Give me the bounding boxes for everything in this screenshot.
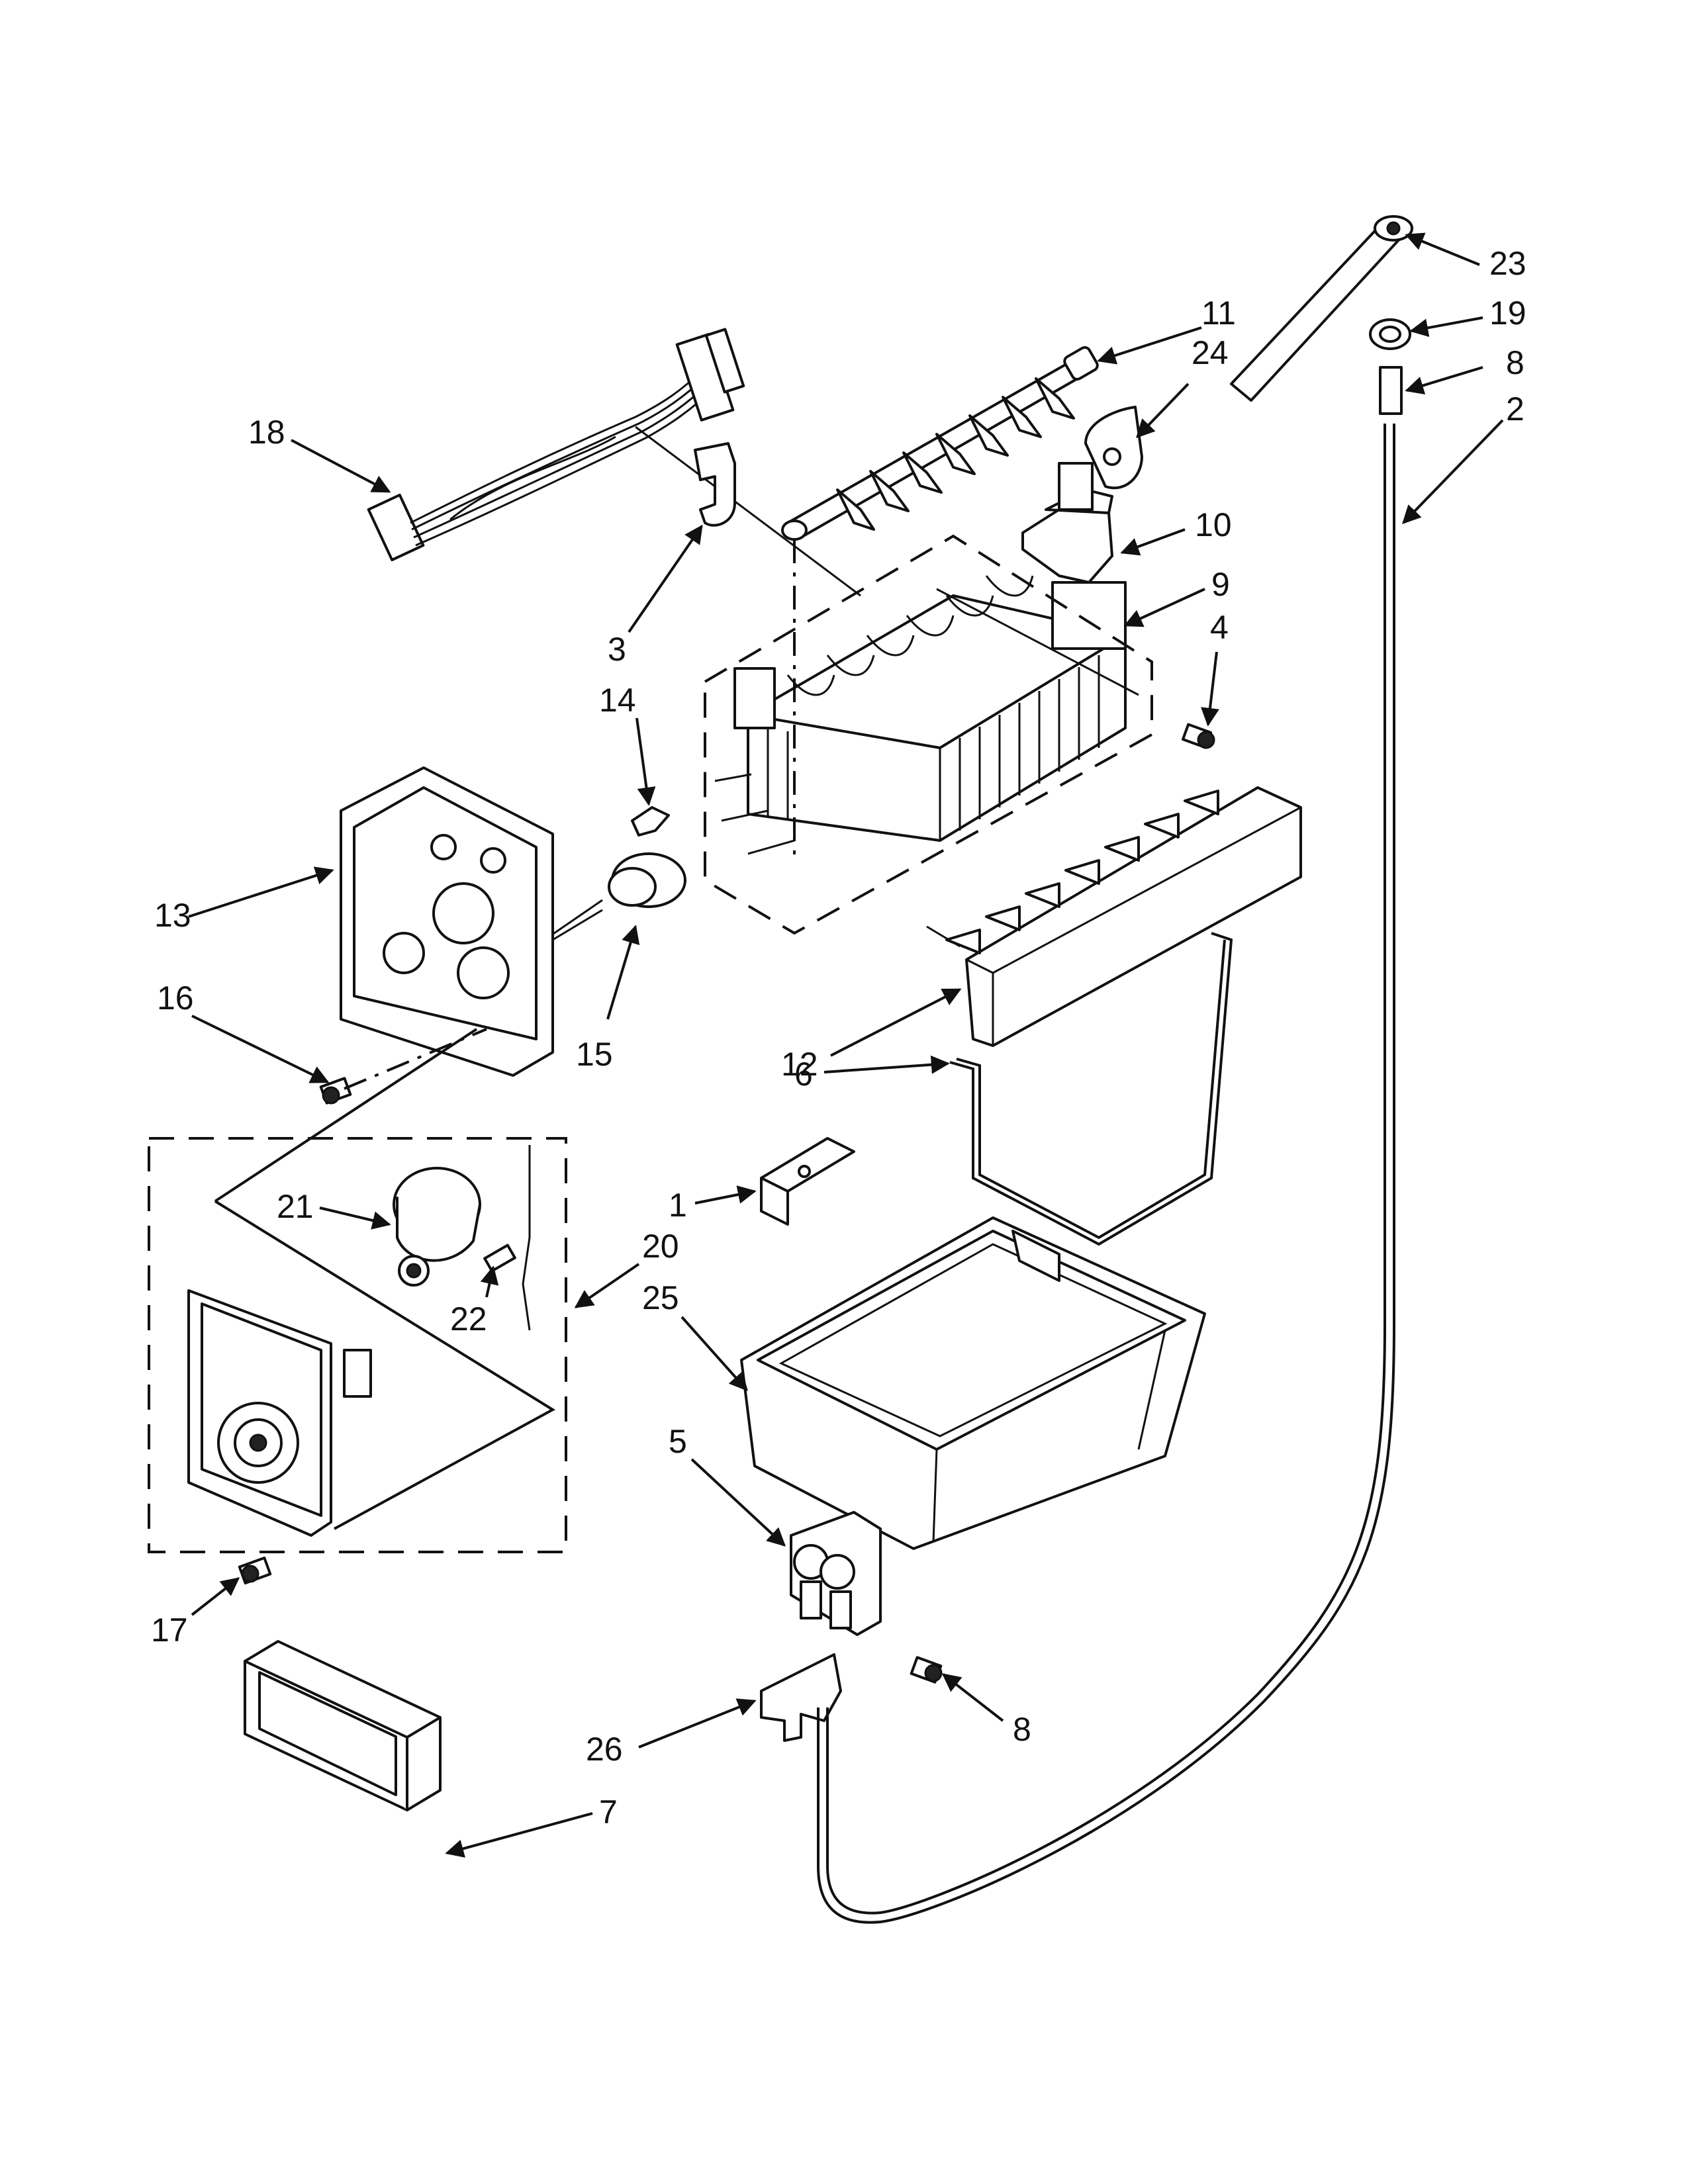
shield-part — [926, 786, 1302, 1047]
module-housing-part — [340, 766, 603, 1077]
callout-12: 12 — [781, 1046, 818, 1083]
callout-26: 26 — [586, 1731, 623, 1768]
ice-bin-part — [740, 1216, 1206, 1550]
screw-part-22 — [483, 1244, 516, 1273]
callout-22: 22 — [450, 1300, 487, 1338]
callout-20: 20 — [642, 1228, 679, 1265]
callout-14: 14 — [599, 682, 636, 719]
callout-8-lower: 8 — [1013, 1711, 1031, 1748]
screw-part-17 — [238, 1556, 272, 1585]
bracket-part-1 — [760, 1137, 855, 1226]
callout-19: 19 — [1489, 295, 1526, 332]
callout-10: 10 — [1195, 506, 1232, 543]
tube-fitting-part — [1379, 366, 1403, 415]
callout-1: 1 — [669, 1187, 687, 1224]
callout-5: 5 — [669, 1423, 687, 1460]
motor-module-dashed-box — [148, 1137, 567, 1553]
callout-7: 7 — [599, 1794, 618, 1831]
callout-6: 6 — [794, 1056, 813, 1093]
callout-17: 17 — [151, 1612, 188, 1649]
valve-bracket-part — [760, 1653, 842, 1742]
bail-arm-part — [949, 932, 1233, 1246]
front-cover-part — [244, 1640, 442, 1811]
screw-part-4 — [1181, 723, 1215, 749]
mold-assembly-dashed-outline — [704, 534, 1153, 935]
callout-25: 25 — [642, 1279, 679, 1316]
clip-part — [694, 442, 736, 527]
ejector-part — [781, 345, 1099, 541]
thermostat-part — [549, 852, 686, 938]
grommet-part — [1369, 318, 1411, 350]
fill-tube-part — [1230, 215, 1413, 402]
screw-part-8 — [910, 1656, 943, 1684]
water-valve-part — [790, 1511, 882, 1636]
callout-23: 23 — [1489, 245, 1526, 282]
callout-9: 9 — [1211, 566, 1230, 603]
module-plate-part — [187, 1289, 372, 1537]
callout-18: 18 — [248, 414, 285, 451]
callout-8-upper: 8 — [1506, 344, 1524, 381]
leader-arrows — [188, 232, 1504, 1858]
motor-part — [393, 1145, 531, 1331]
ice-mold-part — [714, 575, 1139, 855]
callout-16: 16 — [157, 979, 194, 1017]
callout-13: 13 — [154, 897, 191, 934]
callout-2: 2 — [1506, 390, 1524, 428]
callout-labels: 23 19 8 2 11 24 18 10 9 3 4 14 13 15 16 … — [151, 245, 1526, 1831]
thermostat-clip-part — [631, 806, 670, 837]
water-tube-part — [817, 424, 1395, 1924]
callout-15: 15 — [576, 1036, 613, 1073]
callout-24: 24 — [1192, 334, 1229, 371]
wire-harness-part — [367, 328, 861, 597]
callout-11: 11 — [1201, 295, 1236, 332]
callout-21: 21 — [277, 1188, 314, 1225]
cover-part — [1021, 462, 1113, 584]
bearing-part — [1084, 406, 1143, 490]
callout-4: 4 — [1210, 609, 1229, 646]
callout-3: 3 — [608, 631, 626, 668]
